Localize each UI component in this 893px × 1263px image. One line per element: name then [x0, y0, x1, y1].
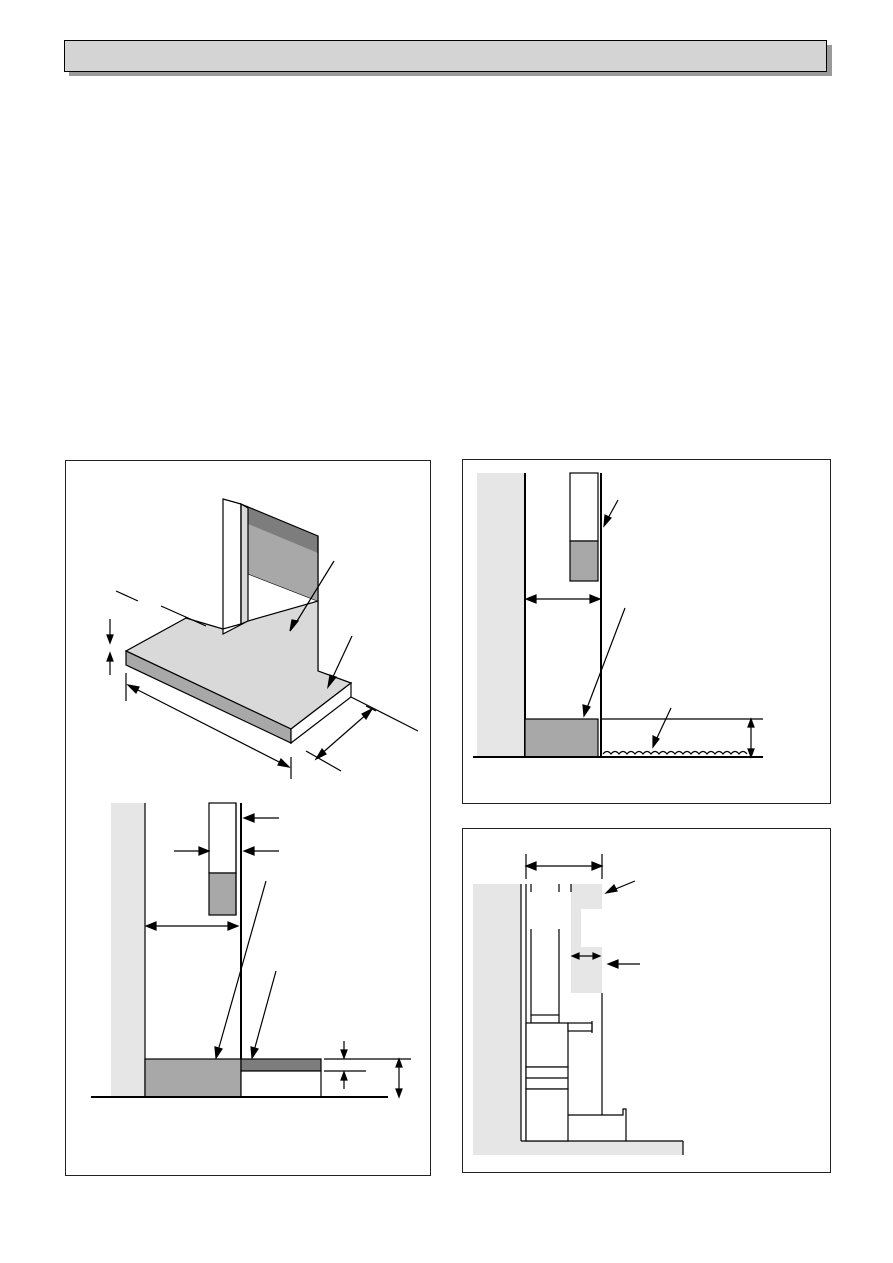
superimposed-hearth-top: [240, 1058, 322, 1072]
wall-and-floor: [473, 884, 683, 1155]
superimposed-hearth: [240, 1070, 322, 1098]
arrow-gap-right: [592, 952, 602, 960]
arrow-h-bottom: [747, 748, 755, 759]
isometric-hearth: [106, 498, 419, 779]
fire-surround: [571, 884, 602, 993]
appliance-lower: [208, 872, 237, 916]
hearth-isometric-figure: [65, 460, 431, 1176]
appliance-upper: [569, 472, 599, 542]
arrow-dist-left: [524, 594, 537, 604]
leader-constructional: [217, 880, 267, 1052]
arrow-a: [242, 813, 255, 823]
arrow-carpet: [652, 735, 660, 749]
leader-hearth: [586, 607, 626, 709]
appliance-lower: [569, 540, 599, 582]
dim-width: [131, 686, 286, 766]
section-wall: [111, 803, 145, 1097]
arrow-constructional: [214, 1046, 223, 1060]
appliance-upper: [208, 802, 237, 874]
arrow-depth-left: [314, 747, 327, 761]
floor-line-right: [350, 696, 419, 732]
raised-hearth-carpet-figure: [462, 459, 831, 804]
hearth-block: [524, 718, 599, 758]
hearth-section-figure: [91, 802, 411, 1099]
dim-depth-ext-right: [365, 705, 377, 712]
page-header-bar: [64, 40, 832, 76]
leader-carpet: [655, 707, 672, 741]
dim-depth-ext-left: [305, 750, 342, 772]
wall-section: [477, 473, 525, 757]
constructional-hearth: [144, 1058, 242, 1098]
arrow-hearth: [582, 704, 591, 718]
floor-line-left-b: [160, 605, 207, 627]
arrow-c: [198, 846, 211, 856]
arrow-width-right: [277, 757, 291, 768]
fireplace-back-shade: [241, 521, 318, 601]
arrow-thick-bottom: [106, 651, 114, 662]
arrow-depth-right: [361, 707, 374, 721]
arrow-w-left: [524, 861, 537, 871]
side-spigot: [567, 1022, 593, 1032]
arrow-b: [242, 846, 255, 856]
arrow-dist-right: [227, 921, 240, 931]
pipe-body-upper: [525, 1022, 569, 1068]
dim-depth: [319, 712, 369, 756]
arrow-width-left: [126, 684, 140, 695]
arrow-h-bottom: [340, 1070, 348, 1081]
arrow-thick-top: [106, 634, 114, 645]
arrow-back: [289, 619, 300, 632]
carpet-surface: [602, 750, 748, 755]
leader-back: [293, 560, 335, 627]
left-panel-drawing: [91, 498, 419, 1099]
arrow-dist-right: [589, 594, 602, 604]
arrow-front: [603, 514, 612, 528]
arrow-dist-left: [144, 921, 157, 931]
arrow-gap-left: [570, 952, 580, 960]
chimney-pier-front: [222, 498, 242, 630]
pipe-body-lower: [525, 1088, 569, 1142]
header-box: [64, 40, 827, 72]
leader-hearth: [330, 635, 353, 682]
arrow-surround: [604, 883, 618, 894]
leader-superimposed: [253, 970, 277, 1052]
hearth-step: [568, 1108, 627, 1141]
arrow-w-right: [591, 861, 604, 871]
flue-pipe-section-figure: [462, 828, 831, 1173]
arrow-hearth: [327, 674, 338, 690]
header-bar-graphic: [64, 40, 832, 76]
top-right-drawing: [473, 472, 763, 759]
arrow-total-bottom: [395, 1088, 403, 1099]
arrow-superimposed: [250, 1046, 259, 1060]
arrow-total-top: [395, 1057, 403, 1068]
leader-surround: [612, 880, 636, 891]
arrow-h-top: [747, 717, 755, 728]
arrow-gap: [606, 959, 619, 969]
pipe-collar: [530, 1014, 560, 1024]
chimney-pier-side: [240, 502, 249, 625]
arrow-h-top: [340, 1049, 348, 1060]
floor-line-left-a: [115, 590, 139, 602]
bottom-right-drawing: [473, 854, 684, 1155]
